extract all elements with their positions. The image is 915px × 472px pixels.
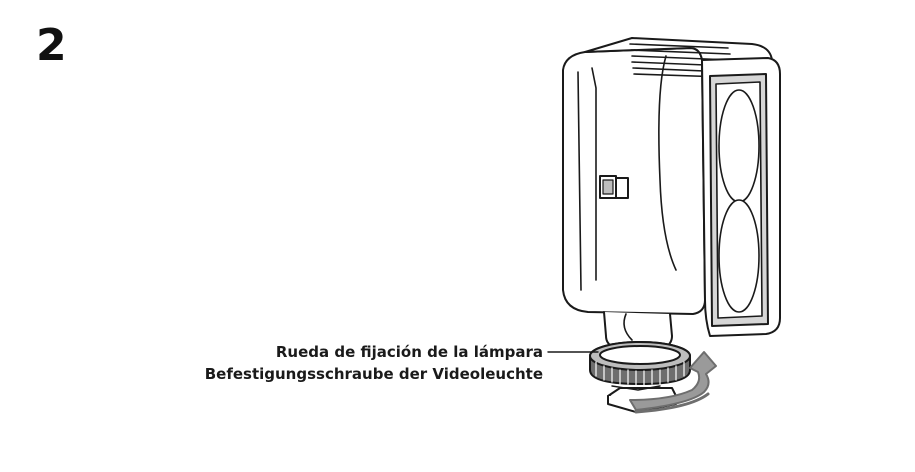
callout-label: Rueda de fijación de la lámpara Befestig… <box>205 341 543 385</box>
lock-wheel <box>589 341 691 386</box>
light-housing <box>562 47 706 315</box>
upper-reflector <box>718 89 760 203</box>
rotation-arrow <box>629 351 717 414</box>
step-number: 2 <box>36 20 67 71</box>
callout-label-spanish: Rueda de fijación de la lámpara <box>275 343 543 361</box>
power-switch <box>599 175 629 199</box>
lower-reflector <box>718 199 760 313</box>
callout-label-german: Befestigungsschraube der Videoleuchte <box>204 365 543 383</box>
